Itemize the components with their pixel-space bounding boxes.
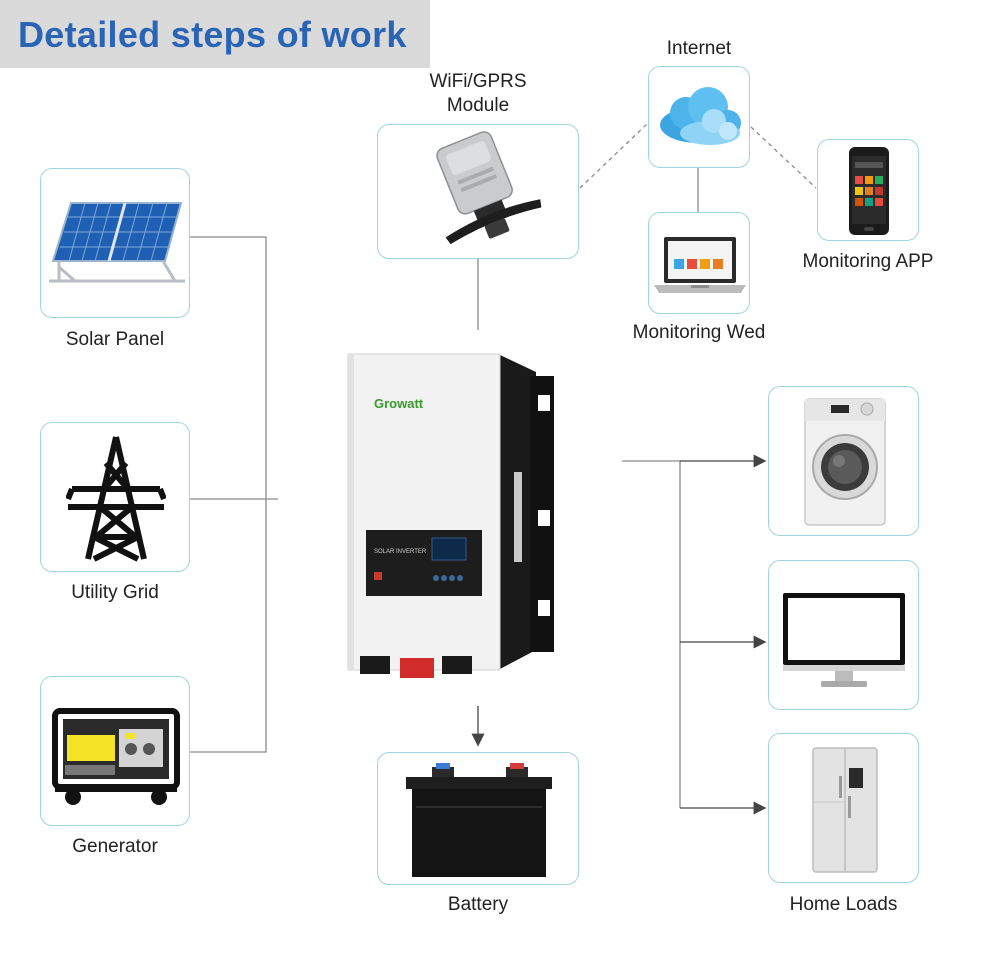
refrigerator-card (768, 733, 919, 883)
internet-label: Internet (666, 38, 732, 59)
solar-panel-label: Solar Panel (65, 329, 165, 350)
washing-machine-icon (804, 398, 886, 526)
solar-panel-icon (49, 202, 185, 283)
monitoring-web-card (648, 212, 750, 314)
generator-icon (52, 708, 180, 805)
utility-grid-card (40, 422, 190, 572)
monitoring-app-label: Monitoring APP (802, 251, 934, 272)
internet-card (648, 66, 750, 168)
wifi-internet-dashed-line (579, 123, 648, 189)
generator-card (40, 676, 190, 826)
wifi-module-label-line1: WiFi/GPRS (429, 71, 527, 92)
title-banner: Detailed steps of work (0, 0, 430, 68)
battery-card (377, 752, 579, 885)
wifi-module-icon (436, 131, 542, 245)
output-bus-line (622, 460, 681, 808)
input-bus-line (190, 236, 267, 753)
generator-label: Generator (72, 836, 158, 857)
washing-machine-card (768, 386, 919, 536)
page-title: Detailed steps of work (18, 14, 407, 55)
transmission-tower-icon (66, 436, 166, 562)
inverter-panel-text: SOLAR INVERTER (374, 549, 427, 555)
solar-panel-card (40, 168, 190, 318)
cloud-icon (660, 87, 741, 145)
monitor-card (768, 560, 919, 710)
wifi-module-card (377, 124, 579, 259)
battery-icon (406, 763, 552, 877)
refrigerator-icon (812, 747, 878, 873)
wifi-module-label: WiFi/GPRS Module (378, 70, 578, 118)
wifi-module-label-line2: Module (446, 95, 510, 116)
inverter-brand: Growatt (374, 396, 424, 411)
utility-grid-label: Utility Grid (71, 582, 159, 603)
battery-label: Battery (447, 894, 509, 915)
internet-app-dashed-line (750, 126, 817, 189)
monitoring-app-card (817, 139, 919, 241)
laptop-icon (654, 237, 746, 293)
inverter-icon: Growatt SOLAR INVERTER (347, 353, 554, 678)
monitor-icon (783, 593, 905, 687)
monitoring-web-label: Monitoring Wed (632, 322, 766, 343)
home-loads-label: Home Loads (789, 894, 898, 915)
smartphone-icon (849, 147, 889, 235)
